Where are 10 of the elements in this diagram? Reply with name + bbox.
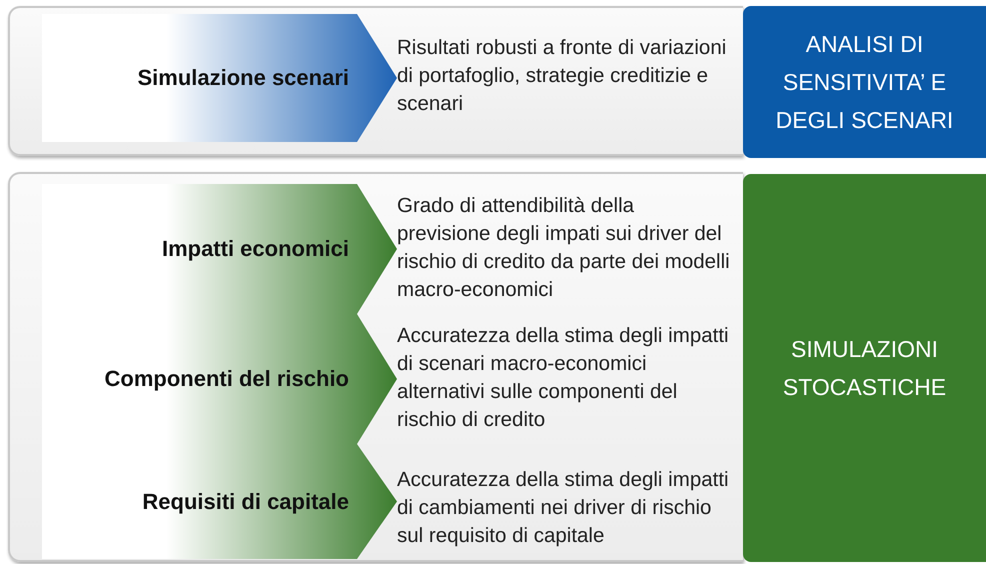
arrow-label: Impatti economici	[162, 236, 349, 262]
arrow-label: Componenti del rischio	[104, 366, 349, 392]
description-text: Accuratezza della stima degli impatti di cambiamenti nei driver di rischio sul requisito di capitale	[397, 467, 730, 549]
category-box: ANALISI DI SENSITIVITA’ E DEGLI SCENARI	[743, 6, 986, 158]
arrow-label: Simulazione scenari	[137, 65, 349, 91]
arrow-label: Requisiti di capitale	[142, 488, 349, 514]
description-text: Risultati robusti a fronte di variazioni di portafoglio, strategie creditizie e scenari	[397, 35, 728, 117]
description-text: Accuratezza della stima degli impatti di scenari macro-economici alternativi sulle componenti del rischio di credito	[397, 323, 730, 433]
category-box: SIMULAZIONI STOCASTICHE	[743, 174, 986, 562]
description-text: Grado di attendibilità della previsione degli impati sui driver del rischio di credito da parte dei modelli macro-economici	[397, 193, 731, 303]
